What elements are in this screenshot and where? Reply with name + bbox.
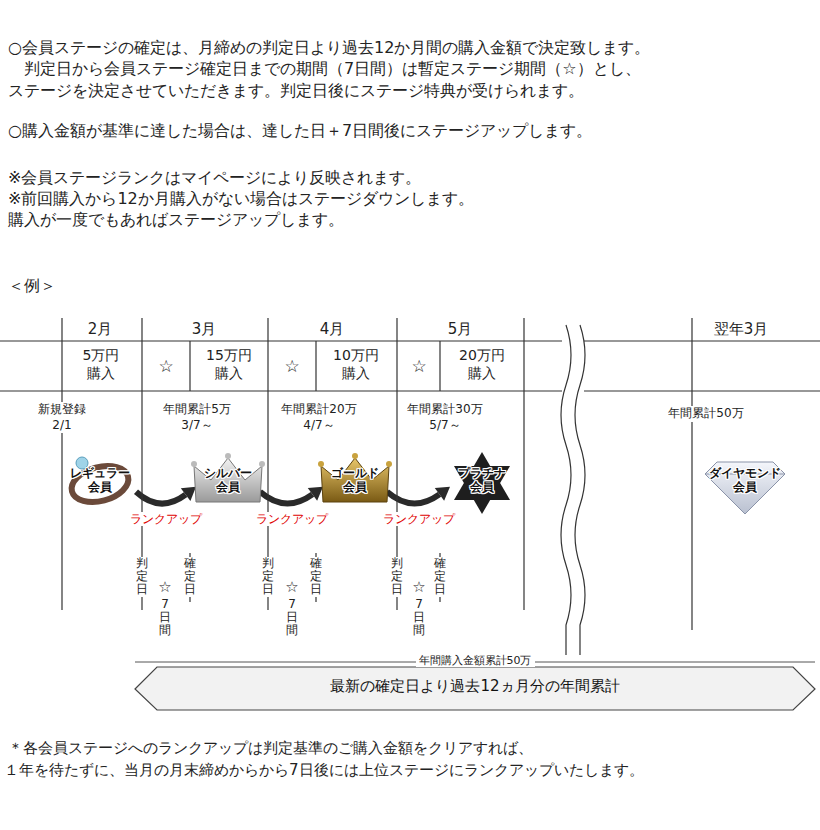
- rank-up-arrow: [260, 487, 323, 504]
- provisional-mark: ☆: [404, 355, 434, 377]
- table-lines: [0, 318, 820, 655]
- purchase-cell: 20万円 購入: [455, 346, 509, 382]
- platinum-badge: プラチナ 会員: [450, 466, 514, 495]
- rank-up-arrow: [136, 487, 196, 504]
- row-line: [0, 340, 562, 341]
- confirm-day-label: 確定日: [310, 557, 322, 597]
- crown-tip: [259, 461, 265, 467]
- provisional-mark: ☆: [277, 355, 307, 377]
- badge-label: プラチナ 会員: [450, 466, 514, 495]
- band-heading-row: 年間購入金額累計50万: [133, 654, 817, 668]
- rank-up-label: ランクアップ: [383, 512, 455, 526]
- purchase-cell: 10万円 購入: [329, 346, 383, 382]
- band-arrow-shape: [135, 667, 815, 710]
- period-label: 7日間: [286, 598, 298, 638]
- band-heading: 年間購入金額累計50万: [416, 654, 535, 667]
- rank-up-label: ランクアップ: [130, 512, 202, 526]
- month-label: 翌年3月: [691, 320, 791, 340]
- note-text: ※会員ステージランクはマイページにより反映されます。: [8, 168, 421, 189]
- crown-tip: [386, 461, 392, 467]
- cumulative-label: 年間累計30万 5/7～: [402, 402, 488, 433]
- month-line: [523, 318, 524, 610]
- regular-badge: レギュラー 会員: [64, 466, 136, 495]
- gold-crown-icon: [318, 453, 392, 502]
- note-text: 購入が一度でもあればステージアップします。: [8, 210, 344, 231]
- silver-badge: シルバー 会員: [196, 466, 260, 495]
- badge-label: レギュラー 会員: [64, 466, 136, 495]
- note-text: ○会員ステージの確定は、月締めの判定日より過去12か月間の購入金額で決定致します…: [8, 38, 650, 59]
- wave-break: [575, 325, 585, 655]
- arrow-head: [308, 487, 323, 501]
- silver-crown-icon: [191, 453, 265, 502]
- provisional-mark: ☆: [151, 355, 181, 377]
- note-text: ※前回購入から12か月購入がない場合はステージダウンします。: [8, 189, 474, 210]
- gold-badge: ゴールド 会員: [323, 466, 387, 495]
- row-line: [584, 390, 820, 391]
- month-line: [61, 318, 62, 610]
- arrow-head: [181, 487, 196, 501]
- month-label: 3月: [164, 320, 244, 340]
- provisional-mark: ☆: [409, 578, 429, 598]
- cumulative-label: 新規登録 2/1: [31, 402, 93, 433]
- rank-up-label: ランクアップ: [256, 512, 328, 526]
- crown-tip: [225, 453, 231, 459]
- band-body-row: 最新の確定日より過去12ヵ月分の年間累計: [133, 677, 817, 697]
- note-text: 判定日から会員ステージ確定日までの期間（7日間）は暫定ステージ期間（☆）とし、: [8, 59, 641, 80]
- cumulative-label: 年間累計50万: [660, 406, 752, 422]
- arrow-head: [435, 487, 450, 501]
- footnote-text: １年を待たずに、当月の月末締めからから7日後には上位ステージにランクアップいたし…: [4, 761, 644, 781]
- crown-tip: [352, 453, 358, 459]
- confirm-day-label: 確定日: [434, 557, 446, 597]
- period-label: 7日間: [413, 598, 425, 638]
- provisional-mark: ☆: [282, 578, 302, 598]
- cell-divider: [439, 341, 440, 391]
- month-label: 5月: [420, 320, 500, 340]
- period-label: 7日間: [159, 598, 171, 638]
- example-heading: ＜例＞: [8, 276, 56, 297]
- cell-divider: [315, 341, 316, 391]
- arrow-swoosh: [387, 492, 439, 504]
- crown: [194, 458, 262, 502]
- provisional-mark: ☆: [155, 578, 175, 598]
- arrow-swoosh: [136, 492, 186, 504]
- row-line: [584, 340, 820, 341]
- cumulative-label: 年間累計20万 4/7～: [276, 402, 362, 433]
- purchase-cell: 15万円 購入: [202, 346, 256, 382]
- cell-divider: [189, 341, 190, 391]
- judge-day-label: 判定日: [136, 557, 148, 597]
- band-text: 最新の確定日より過去12ヵ月分の年間累計: [330, 677, 619, 695]
- diamond-badge: ダイヤモンド 会員: [702, 466, 788, 495]
- judge-day-label: 判定日: [391, 557, 403, 597]
- badge-label: ダイヤモンド 会員: [702, 466, 788, 495]
- purchase-cell: 5万円 購入: [74, 346, 128, 382]
- month-label: 2月: [60, 320, 140, 340]
- month-label: 4月: [292, 320, 372, 340]
- crown-tip: [318, 461, 324, 467]
- note-text: ステージを決定させていただきます。判定日後にステージ特典が受けられます。: [8, 81, 584, 102]
- footnote-text: ＊各会員ステージへのランクアップは判定基準のご購入金額をクリアすれば、: [8, 739, 533, 759]
- note-text: ○購入金額が基準に達した場合は、達した日＋7日間後にステージアップします。: [8, 121, 592, 142]
- cumulative-label: 年間累計5万 3/7～: [154, 402, 240, 433]
- confirm-day-label: 確定日: [184, 557, 196, 597]
- row-line: [0, 390, 562, 391]
- wave-break: [561, 325, 571, 655]
- period-band: 年間購入金額累計50万最新の確定日より過去12ヵ月分の年間累計: [133, 654, 817, 712]
- badge-label: シルバー 会員: [196, 466, 260, 495]
- month-line: [691, 318, 692, 630]
- crown-tip: [191, 461, 197, 467]
- badge-label: ゴールド 会員: [323, 466, 387, 495]
- crown: [321, 458, 389, 502]
- judge-day-label: 判定日: [262, 557, 274, 597]
